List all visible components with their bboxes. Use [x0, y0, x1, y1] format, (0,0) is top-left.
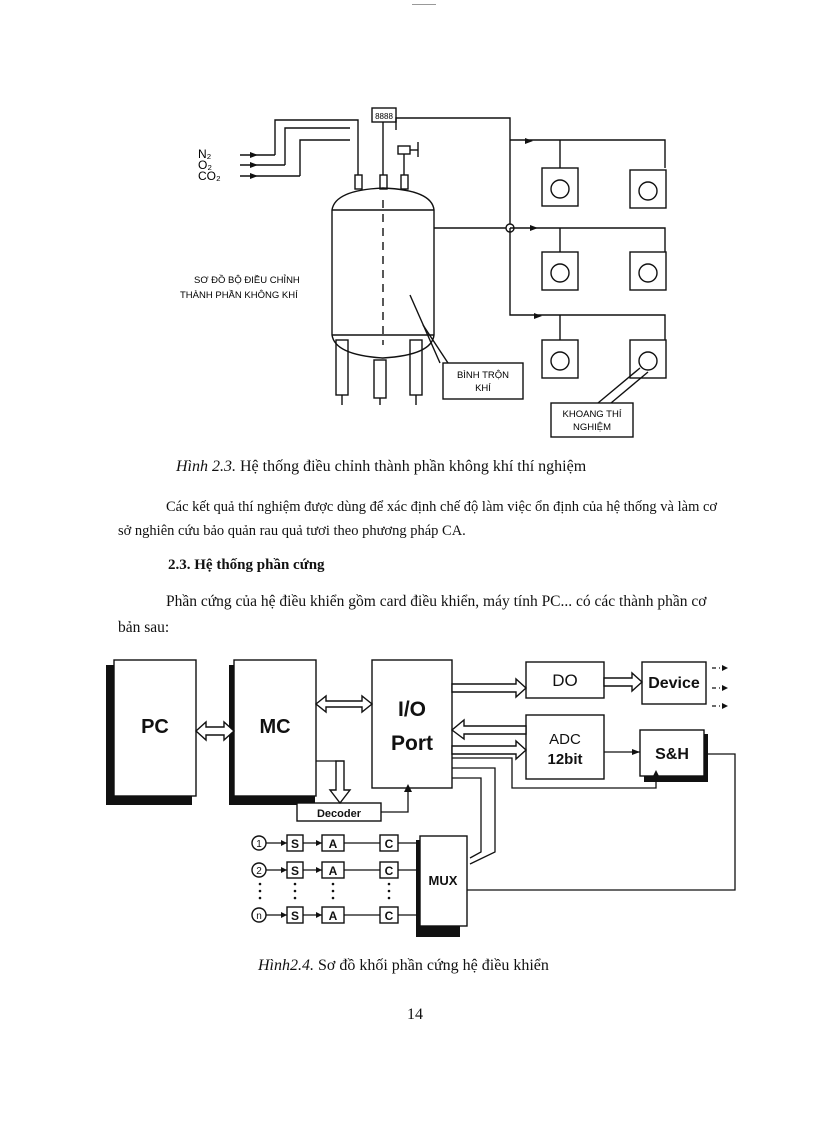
figure-number: Hình 2.3. — [176, 458, 236, 475]
channel-1-a: A — [329, 837, 338, 851]
figure-air-control-diagram: 8888 N₂ O₂ CO₂ SƠ ĐỒ BỘ ĐIỀU CHỈNH THÀNH… — [180, 107, 667, 438]
chamber-label-line2: NGHIỆM — [573, 422, 611, 433]
figure-caption-2-4: Hình2.4. Sơ đồ khối phần cứng hệ điều kh… — [258, 957, 549, 975]
top-rule — [412, 4, 436, 5]
gas-label-o2: O₂ — [198, 158, 212, 172]
channel-1-s: S — [291, 837, 299, 851]
mixer-label-line1: BÌNH TRỘN — [457, 370, 509, 381]
io-port-label-line1: I/O — [398, 698, 426, 721]
gas-label-co2: CO₂ — [198, 169, 221, 183]
channel-1-id: 1 — [256, 839, 262, 850]
channel-n-c: C — [385, 909, 394, 923]
figure-caption-text: Hệ thống điều chỉnh thành phần không khí… — [236, 458, 587, 475]
display-value: 8888 — [375, 112, 393, 121]
io-port-label-line2: Port — [391, 732, 433, 755]
page-number: 14 — [407, 1006, 423, 1023]
figure-number: Hình2.4. — [258, 957, 314, 974]
figure-caption-2-3: Hình 2.3. Hệ thống điều chỉnh thành phần… — [176, 458, 586, 476]
adc-block-label: ADC — [549, 731, 581, 748]
chamber-label-line1: KHOANG THÍ — [563, 409, 622, 420]
channel-n-id: n — [256, 911, 262, 922]
channel-n-s: S — [291, 909, 299, 923]
adc-bits-label: 12bit — [547, 751, 582, 768]
channel-2-c: C — [385, 864, 394, 878]
do-block-label: DO — [552, 671, 578, 690]
device-block-label: Device — [648, 675, 700, 692]
channel-2-id: 2 — [256, 866, 262, 877]
channel-1-c: C — [385, 837, 394, 851]
sh-block-label: S&H — [655, 746, 689, 763]
figure-caption-text: Sơ đồ khối phần cứng hệ điều khiển — [314, 957, 549, 974]
pc-block-label: PC — [141, 716, 169, 738]
section-heading: 2.3. Hệ thống phần cứng — [168, 557, 325, 573]
channel-n-a: A — [329, 909, 338, 923]
mixer-label-line2: KHÍ — [475, 383, 491, 394]
mc-block-label: MC — [259, 716, 290, 738]
figure-hardware-block-diagram: PC MC I/O Port Device 12bit S&H Decoder … — [106, 659, 736, 937]
paragraph-hardware-intro: Phần cứng của hệ điều khiển gồm card điề… — [118, 593, 707, 636]
diagram-label-line1: SƠ ĐỒ BỘ ĐIỀU CHỈNH — [194, 274, 300, 286]
mux-block-label: MUX — [429, 873, 458, 888]
diagram-label-line2: THÀNH PHẦN KHÔNG KHÍ — [180, 290, 298, 301]
paragraph-results: Các kết quả thí nghiệm được dùng để xác … — [118, 499, 718, 539]
channel-2-s: S — [291, 864, 299, 878]
decoder-block-label: Decoder — [317, 808, 362, 820]
gas-label-n2: N₂ — [198, 147, 212, 161]
channel-2-a: A — [329, 864, 338, 878]
